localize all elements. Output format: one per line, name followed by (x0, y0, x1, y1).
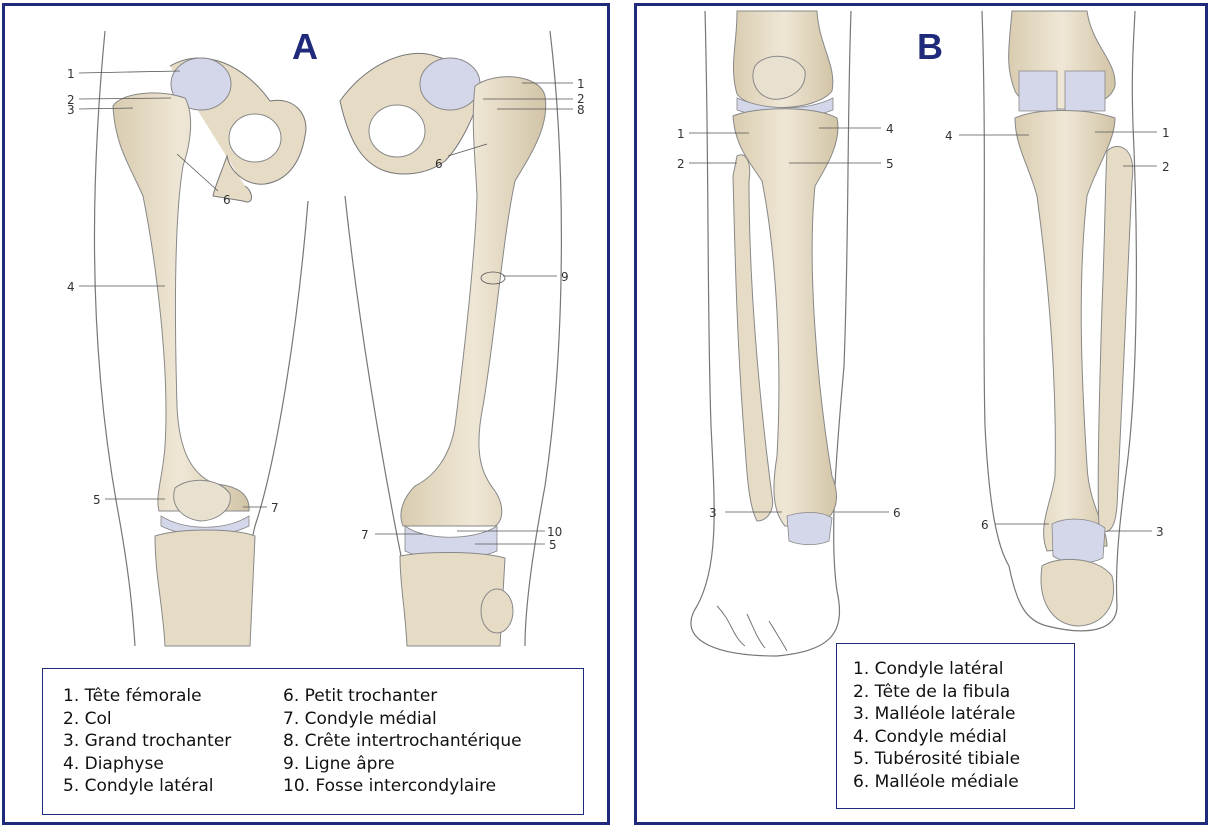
legend-item: 4. Condyle médial (853, 726, 1020, 749)
foot-outline (717, 606, 787, 651)
label-b-post-4: 4 (945, 129, 953, 143)
label-b-ant-1: 1 (677, 127, 685, 141)
label-a-post-7: 7 (361, 528, 369, 542)
legend-item: 9. Ligne âpre (283, 753, 522, 776)
legend-femur-col-1: 1. Tête fémorale 2. Col 3. Grand trochan… (63, 685, 231, 798)
legend-item: 1. Tête fémorale (63, 685, 231, 708)
panel-b-letter: B (917, 26, 943, 68)
legend-item: 2. Tête de la fibula (853, 681, 1020, 704)
label-b-ant-3: 3 (709, 506, 717, 520)
label-a-ant-5: 5 (93, 493, 101, 507)
label-b-ant-6: 6 (893, 506, 901, 520)
label-a-ant-7: 7 (271, 501, 279, 515)
label-b-post-3: 3 (1156, 525, 1164, 539)
label-a-post-8: 8 (577, 103, 585, 117)
label-a-ant-1: 1 (67, 67, 75, 81)
label-a-ant-4: 4 (67, 280, 75, 294)
legend-femur: 1. Tête fémorale 2. Col 3. Grand trochan… (42, 668, 584, 815)
femoral-head-posterior (420, 58, 480, 110)
label-b-ant-4: 4 (886, 122, 894, 136)
tibia-posterior (1009, 11, 1133, 626)
tibia-anterior (717, 11, 838, 651)
label-a-ant-3: 3 (67, 103, 75, 117)
femur-anterior (113, 58, 306, 646)
legend-tibia-fibula: 1. Condyle latéral 2. Tête de la fibula … (836, 643, 1075, 809)
label-a-post-9: 9 (561, 270, 569, 284)
legend-item: 2. Col (63, 708, 231, 731)
legend-item: 5. Tubérosité tibiale (853, 748, 1020, 771)
label-a-post-1: 1 (577, 77, 585, 91)
legend-femur-col-2: 6. Petit trochanter 7. Condyle médial 8.… (283, 685, 522, 798)
label-b-post-1: 1 (1162, 126, 1170, 140)
fibula-posterior (1098, 146, 1133, 531)
label-b-ant-2: 2 (677, 157, 685, 171)
label-a-post-6: 6 (435, 157, 443, 171)
legend-item: 6. Petit trochanter (283, 685, 522, 708)
legend-item: 3. Grand trochanter (63, 730, 231, 753)
label-a-ant-6: 6 (223, 193, 231, 207)
legend-item: 6. Malléole médiale (853, 771, 1020, 794)
label-b-post-6: 6 (981, 518, 989, 532)
talus-anterior (787, 512, 832, 544)
panel-tibia-fibula: 1 4 2 5 3 6 4 1 2 6 3 B 1. Condyle latér… (634, 3, 1208, 825)
legend-item: 1. Condyle latéral (853, 658, 1020, 681)
patella-anterior (174, 480, 231, 521)
tibia-top-anterior (155, 530, 255, 646)
label-b-ant-5: 5 (886, 157, 894, 171)
panel-a-letter: A (292, 26, 318, 68)
label-a-post-5: 5 (549, 538, 557, 552)
legend-item: 8. Crête intertrochantérique (283, 730, 522, 753)
legend-item: 3. Malléole latérale (853, 703, 1020, 726)
legend-item: 7. Condyle médial (283, 708, 522, 731)
legend-item: 10. Fosse intercondylaire (283, 775, 522, 798)
label-a-post-10: 10 (547, 525, 562, 539)
panel-femur: 1 2 3 6 4 5 7 1 2 8 6 9 7 10 5 A 1. Tête… (2, 3, 610, 825)
legend-item: 5. Condyle latéral (63, 775, 231, 798)
legend-item: 4. Diaphyse (63, 753, 231, 776)
talus-posterior (1052, 519, 1105, 563)
calcaneus (1041, 559, 1114, 626)
femur-posterior (340, 53, 546, 646)
label-b-post-2: 2 (1162, 160, 1170, 174)
legend-tibia-list: 1. Condyle latéral 2. Tête de la fibula … (853, 658, 1020, 793)
